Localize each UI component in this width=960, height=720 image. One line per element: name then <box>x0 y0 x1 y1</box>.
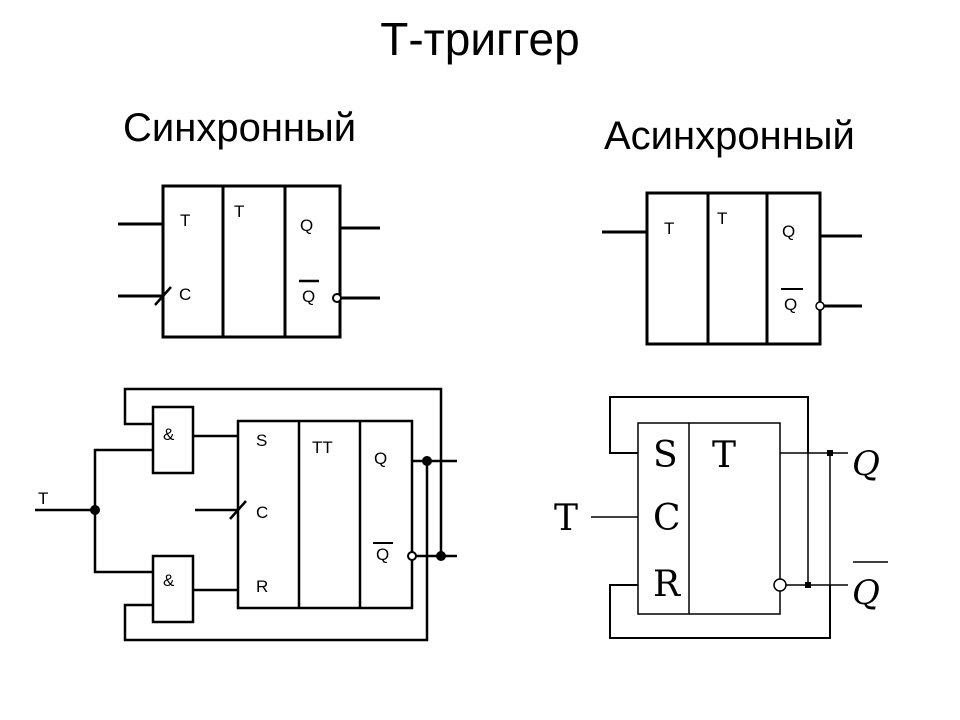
sync-circuit-inversion-circle <box>407 551 417 561</box>
sync-symbol-c-label: C <box>179 285 191 304</box>
async-symbol-q-label: Q <box>782 222 795 241</box>
sync-symbol-box <box>161 184 342 339</box>
async-circuit-r-label: R <box>653 564 681 605</box>
t-fork-line <box>93 448 153 574</box>
async-symbol-box <box>645 191 822 346</box>
sync-rs-block <box>236 419 414 610</box>
async-symbol-t-label: T <box>664 219 674 238</box>
q-junction-dot <box>422 456 432 466</box>
async-symbol-func-label: T <box>717 209 727 228</box>
sync-circuit-q-label: Q <box>374 449 387 468</box>
async-circuit-func-label: T <box>712 435 736 476</box>
async-circuit-c-label: C <box>653 498 681 539</box>
async-q-junction-dot <box>827 450 833 456</box>
async-circuit-inversion-circle <box>773 578 787 592</box>
qbar-feedback-loop <box>123 387 443 556</box>
async-rs-block <box>637 422 781 615</box>
async-circuit-q-label: Q <box>852 444 880 484</box>
q-feedback-loop <box>123 461 429 642</box>
async-circuit-t-label: T <box>554 498 578 539</box>
async-q-to-s-feedback <box>609 396 809 454</box>
async-qbar-junction-dot <box>805 582 811 588</box>
async-symbol-qbar-label: Q <box>784 295 797 314</box>
async-qbar-to-r-feedback <box>609 584 831 639</box>
sync-inversion-circle <box>332 293 342 303</box>
sync-circuit-func-label: TT <box>312 438 333 457</box>
async-circuit-qbar-label: Q <box>852 573 880 613</box>
sync-symbol-func-label: T <box>234 202 244 221</box>
and-top-label: & <box>163 425 175 444</box>
async-inversion-circle <box>815 301 825 311</box>
qbar-junction-dot <box>436 551 446 561</box>
and-bottom-label: & <box>163 571 175 590</box>
t-junction-dot <box>90 505 100 515</box>
sync-symbol <box>118 184 380 339</box>
sync-circuit-qbar-label: Q <box>376 545 389 564</box>
sync-circuit-s-label: S <box>256 431 267 450</box>
sync-symbol-qbar-label: Q <box>302 287 315 306</box>
sync-circuit <box>35 387 457 642</box>
sync-circuit-dynamic-mark <box>229 500 247 520</box>
async-circuit-s-label: S <box>653 435 678 476</box>
sync-circuit-r-label: R <box>256 577 268 596</box>
async-circuit <box>591 396 888 639</box>
sync-circuit-c-label: C <box>256 503 268 522</box>
sync-symbol-q-label: Q <box>300 216 313 235</box>
sync-circuit-t-label: T <box>38 489 48 508</box>
sync-dynamic-input-mark <box>154 286 172 306</box>
page-title: Т-триггер <box>380 13 580 65</box>
sync-symbol-t-label: T <box>180 211 190 230</box>
async-symbol <box>602 191 862 346</box>
and-gate-top <box>151 405 195 475</box>
async-heading: Асинхронный <box>604 114 855 158</box>
sync-heading: Синхронный <box>123 106 357 150</box>
